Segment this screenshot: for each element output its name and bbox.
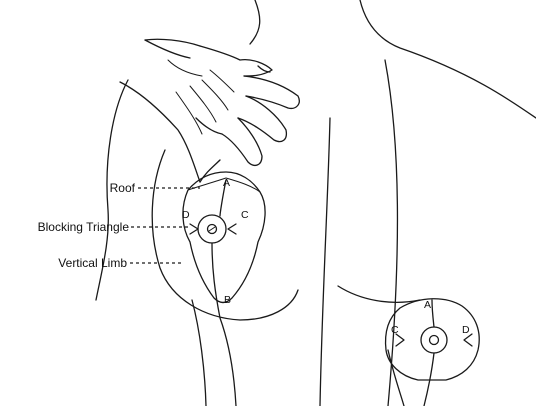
hand-drawing: [120, 39, 299, 182]
right-point-c: C: [391, 324, 399, 336]
left-point-c: C: [241, 209, 249, 221]
left-point-b: B: [224, 294, 231, 306]
leader-lines: [130, 188, 200, 263]
right-point-a: A: [424, 299, 431, 311]
blocking-triangle-label: Blocking Triangle: [38, 220, 130, 234]
right-point-d: D: [462, 324, 470, 336]
right-areola: [421, 327, 447, 353]
left-point-a: A: [223, 177, 230, 189]
right-nipple: [430, 336, 439, 345]
roof-label: Roof: [110, 181, 136, 195]
vertical-limb-label: Vertical Limb: [58, 256, 127, 270]
left-point-d: D: [182, 209, 190, 221]
right-breast: [338, 286, 479, 406]
